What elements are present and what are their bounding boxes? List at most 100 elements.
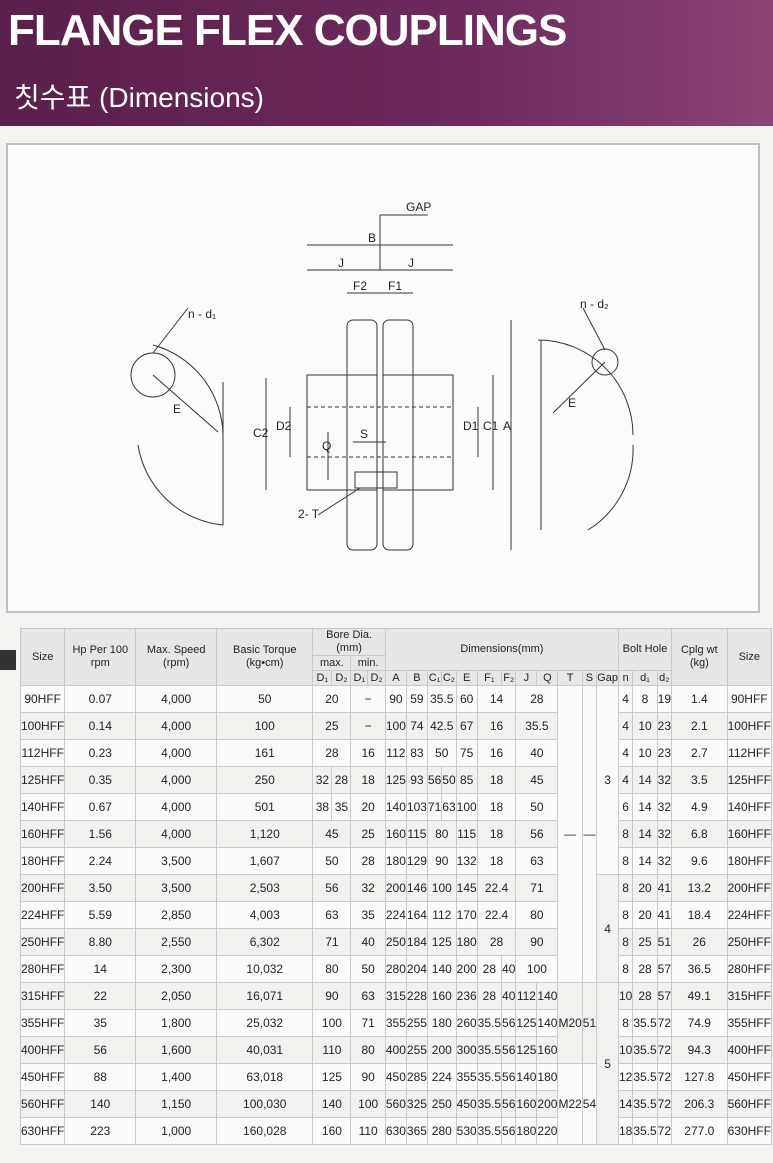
cell-size: 100HFF [19, 712, 66, 740]
cell-bore-max: 20 [312, 685, 352, 713]
nd-right-leader [582, 307, 606, 351]
cell-f1: 28 [476, 955, 503, 983]
cell-weight: 36.5 [671, 955, 728, 983]
cell-n: 10 [617, 982, 634, 1010]
cell-torque: 501 [216, 793, 314, 821]
right-bolt-arc-bottom [587, 444, 634, 531]
cell-e: 145 [455, 874, 478, 902]
cell-size: 355HFF [19, 1009, 66, 1037]
cell-a: 450 [384, 1063, 407, 1091]
cell-a: 125 [384, 766, 407, 794]
cell-bolt-d1: 14 [632, 793, 658, 821]
cell-torque: 160,028 [216, 1117, 314, 1145]
cell-bore-max: 80 [312, 955, 352, 983]
cell-bolt-d1: 20 [632, 901, 658, 929]
cell-n: 8 [617, 901, 634, 929]
cell-bore-min: 35 [350, 901, 386, 929]
cell-c1: 56 [426, 766, 443, 794]
cell-f1: 35.5 [476, 1036, 503, 1064]
cell-bolt-d2: 41 [656, 901, 673, 929]
cell-bore-max: 50 [312, 847, 352, 875]
cell-size-right: 450HFF [726, 1063, 773, 1091]
col-dimensions: Dimensions(mm) [384, 628, 619, 671]
cell-bore-min: 100 [350, 1090, 386, 1118]
label-j-right: J [408, 256, 414, 270]
col-torque: Basic Torque (kg•cm) [216, 628, 314, 686]
cell-bore-min: 16 [350, 739, 386, 767]
cell-c: 80 [426, 820, 457, 848]
cell-e: 355 [455, 1063, 478, 1091]
cell-j: 100 [515, 955, 559, 983]
cell-bore-min: 20 [350, 793, 386, 821]
page-header: FLANGE FLEX COUPLINGS 칫수표 (Dimensions) [0, 0, 773, 126]
cell-b: 325 [405, 1090, 428, 1118]
cell-hp: 3.50 [64, 874, 137, 902]
cell-c: 140 [426, 955, 457, 983]
cell-j: 45 [515, 766, 559, 794]
cell-bore-max: 140 [312, 1090, 352, 1118]
label-j-left: J [338, 256, 344, 270]
cell-f: 18 [476, 766, 517, 794]
cell-bore-max-d1: 32 [312, 766, 333, 794]
cell-speed: 2,050 [135, 982, 218, 1010]
cell-bore-max: 71 [312, 928, 352, 956]
cell-bolt-d2: 32 [656, 766, 673, 794]
cell-e: 132 [455, 847, 478, 875]
cell-speed: 3,500 [135, 847, 218, 875]
cell-s: 51 [581, 982, 598, 1064]
cell-b: 164 [405, 901, 428, 929]
cell-s: 54 [581, 1063, 598, 1145]
cell-weight: 277.0 [671, 1117, 728, 1145]
cell-torque: 1,607 [216, 847, 314, 875]
cell-f: 16 [476, 712, 517, 740]
cell-size: 280HFF [19, 955, 66, 983]
dimensions-table: Size Hp Per 100 rpm Max. Speed (rpm) Bas… [19, 628, 773, 1145]
cell-c: 42.5 [426, 712, 457, 740]
cell-torque: 1,120 [216, 820, 314, 848]
cell-e: 260 [455, 1009, 478, 1037]
cell-b: 83 [405, 739, 428, 767]
cell-c1: 71 [426, 793, 443, 821]
cell-bolt-d1: 14 [632, 820, 658, 848]
cell-j: 112 [515, 982, 538, 1010]
cell-a: 280 [384, 955, 407, 983]
cell-speed: 1,600 [135, 1036, 218, 1064]
cell-bore-max: 56 [312, 874, 352, 902]
cell-torque: 100,030 [216, 1090, 314, 1118]
cell-weight: 3.5 [671, 766, 728, 794]
cell-f: 18 [476, 847, 517, 875]
cell-hp: 35 [64, 1009, 137, 1037]
cell-j: 35.5 [515, 712, 559, 740]
label-d1: D1 [463, 419, 479, 433]
col-n: n [617, 670, 634, 686]
cell-b: 74 [405, 712, 428, 740]
cell-size-right: 100HFF [726, 712, 773, 740]
cell-speed: 4,000 [135, 712, 218, 740]
cell-c2: 63 [441, 793, 457, 821]
cell-t: M20 [557, 982, 583, 1064]
cell-size: 315HFF [19, 982, 66, 1010]
cell-n: 4 [617, 685, 634, 713]
right-hub [382, 374, 454, 491]
cell-speed: 4,000 [135, 739, 218, 767]
cell-hp: 0.23 [64, 739, 137, 767]
label-2t: 2- T [298, 507, 320, 521]
cell-a: 200 [384, 874, 407, 902]
cell-j: 40 [515, 739, 559, 767]
cell-bolt-d2: 57 [656, 982, 673, 1010]
cell-a: 250 [384, 928, 407, 956]
cell-j: 80 [515, 901, 559, 929]
cell-size: 125HFF [19, 766, 66, 794]
col-q: Q [536, 670, 559, 686]
cell-a: 400 [384, 1036, 407, 1064]
cell-bore-max: 125 [312, 1063, 352, 1091]
col-bore-max: max. [312, 655, 352, 671]
cell-speed: 4,000 [135, 766, 218, 794]
cell-f: 22.4 [476, 874, 517, 902]
